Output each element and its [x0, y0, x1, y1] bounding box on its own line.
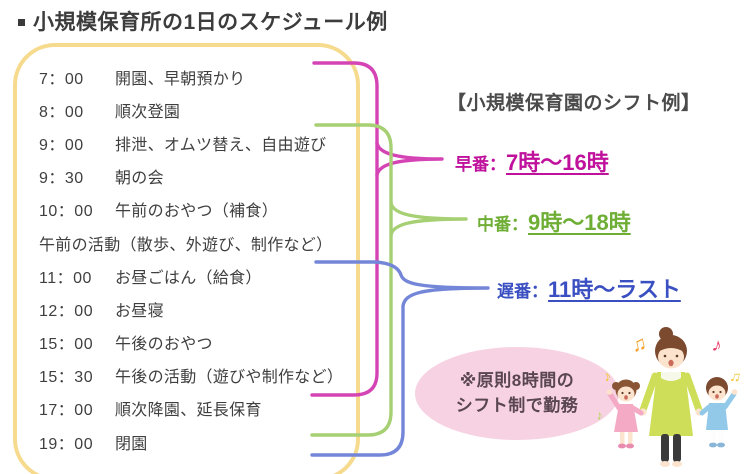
schedule-time: 11：00: [39, 269, 92, 287]
schedule-time: 15：00: [39, 336, 94, 354]
schedule-activity: 順次登園: [115, 103, 181, 121]
schedule-activity: 順次降園、延長保育: [115, 402, 262, 420]
schedule-time: 19：00: [39, 435, 94, 453]
schedule-activity: 午前のおやつ（補食）: [115, 203, 279, 221]
early-shift-pointer: [375, 141, 444, 177]
schedule-activity: お昼寝: [115, 302, 164, 320]
schedule-row: 15：00 午後のおやつ: [17, 326, 356, 359]
shift-panel-header: 【小規模保育園のシフト例】: [447, 93, 701, 114]
schedule-activity: 午後のおやつ: [115, 336, 213, 354]
shift-late-row: 遅番： 11時〜ラスト: [497, 272, 681, 304]
schedule-activity: お昼ごはん（給食）: [115, 269, 262, 287]
note-line2: シフト制で勤務: [455, 395, 579, 415]
schedule-activity: 朝の会: [115, 170, 164, 188]
caregiver-figure: [639, 327, 703, 467]
girl-child-figure: [606, 379, 644, 449]
shift-early-row: 早番： 7時〜16時: [455, 145, 609, 177]
schedule-time: 17：00: [39, 402, 94, 420]
schedule-time: 10：00: [39, 203, 94, 221]
schedule-activity: 開園、早朝預かり: [115, 70, 246, 88]
schedule-row: 15：30 午後の活動（遊びや制作など）: [17, 359, 356, 392]
boy-child-figure: [699, 377, 738, 448]
schedule-time: 9：30: [39, 170, 84, 188]
schedule-time: 7：00: [39, 70, 84, 88]
schedule-row: 午前の活動（散歩、外遊び、制作など）: [17, 226, 356, 259]
music-note-icon: ♫: [728, 367, 743, 386]
schedule-time: 9：00: [39, 136, 84, 154]
page-title: 小規模保育所の1日のスケジュール例: [33, 11, 388, 34]
shift-early-time: 7時〜16時: [506, 150, 609, 175]
schedule-row: 7：00 開園、早朝預かり: [17, 60, 356, 93]
schedule-row: 9：00 排泄、オムツ替え、自由遊び: [17, 126, 356, 159]
caregiver-children-illustration: ♫ ♪ ♪ ♫ ♪: [595, 327, 743, 467]
schedule-row: 10：00 午前のおやつ（補食）: [17, 193, 356, 226]
shift-early-label: 早番：: [455, 155, 506, 174]
schedule-activity: 閉園: [115, 435, 148, 453]
middle-shift-pointer: [389, 201, 468, 237]
shift-late-label: 遅番：: [497, 282, 548, 301]
music-note-icon: ♪: [710, 334, 724, 357]
shift-middle-label: 中番：: [477, 215, 528, 234]
shift-middle-row: 中番： 9時〜18時: [477, 205, 631, 237]
schedule-row: 17：00 順次降園、延長保育: [17, 392, 356, 425]
music-note-icon: ♪: [601, 367, 613, 385]
eight-hour-shift-note: ※原則8時間の シフト制で勤務: [415, 347, 619, 440]
schedule-activity: 午前の活動（散歩、外遊び、制作など）: [39, 236, 333, 254]
schedule-row: 9：30 朝の会: [17, 160, 356, 193]
schedule-activity: 午後の活動（遊びや制作など）: [115, 369, 344, 387]
music-note-icon: ♫: [629, 332, 648, 357]
schedule-row: 8：00 順次登園: [17, 93, 356, 126]
note-line1: ※原則8時間の: [459, 370, 575, 390]
shift-late-time: 11時〜ラスト: [548, 277, 681, 302]
square-bullet-icon: [18, 18, 25, 26]
schedule-activity: 排泄、オムツ替え、自由遊び: [115, 136, 327, 154]
title-row: 小規模保育所の1日のスケジュール例: [18, 6, 388, 36]
schedule-row: 12：00 お昼寝: [17, 292, 356, 325]
schedule-row: 19：00 閉園: [17, 425, 356, 458]
schedule-time: 15：30: [39, 369, 94, 387]
schedule-row: 11：00 お昼ごはん（給食）: [17, 259, 356, 292]
schedule-time: 12：00: [39, 302, 94, 320]
shift-middle-time: 9時〜18時: [528, 210, 631, 235]
schedule-time: 8：00: [39, 103, 84, 121]
music-note-icon: ♪: [595, 407, 604, 423]
